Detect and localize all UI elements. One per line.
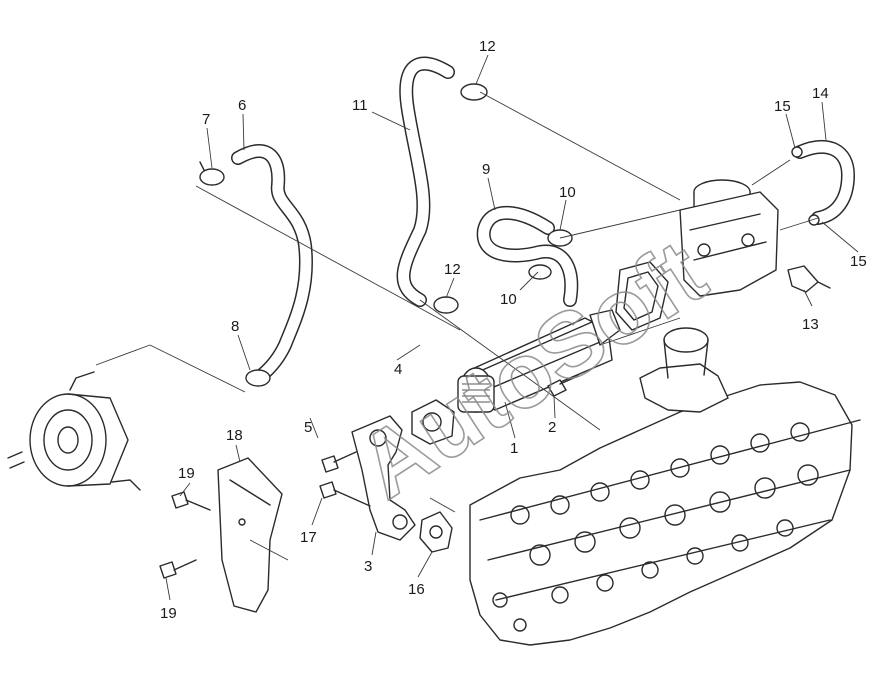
callout-1: 1	[510, 440, 518, 457]
bolt-2	[547, 375, 579, 397]
callout-10-lower: 10	[500, 291, 517, 308]
hose-14	[791, 140, 855, 226]
callout-labels: 1 2 3 4 5 6 7 8 9 10 10 11 12 12 13 14 1…	[160, 38, 867, 622]
bolt-19-lower	[159, 559, 197, 579]
sensor-13	[787, 265, 831, 293]
gasket-16	[419, 511, 453, 553]
callout-6: 6	[238, 97, 246, 114]
callout-12-upper: 12	[479, 38, 496, 55]
bolt-19-upper	[171, 491, 211, 511]
gasket-4	[411, 399, 455, 445]
clamp-7	[199, 161, 225, 186]
callout-15-lower: 15	[850, 253, 867, 270]
clamp-12-mid	[433, 296, 459, 314]
egr-cooler	[457, 309, 621, 413]
callout-leaders	[165, 54, 859, 601]
bolt-17	[319, 481, 371, 507]
egr-valve	[679, 179, 779, 297]
clamp-10-b	[528, 264, 552, 280]
callout-16: 16	[408, 581, 425, 598]
callout-7: 7	[202, 111, 210, 128]
callout-15-upper: 15	[774, 98, 791, 115]
cylinder-head	[469, 327, 861, 646]
callout-19-lower: 19	[160, 605, 177, 622]
reference-lines	[95, 91, 819, 561]
callout-14: 14	[812, 85, 829, 102]
callout-17: 17	[300, 529, 317, 546]
callout-4: 4	[394, 361, 402, 378]
callout-5: 5	[304, 419, 312, 436]
callout-12-lower: 12	[444, 261, 461, 278]
callout-10-upper: 10	[559, 184, 576, 201]
egr-pipe-3	[351, 415, 416, 541]
callout-2: 2	[548, 419, 556, 436]
oil-cooler	[7, 371, 141, 491]
heat-shield-18	[217, 457, 283, 613]
hose-11	[396, 56, 455, 307]
callout-19-upper: 19	[178, 465, 195, 482]
clamp-8	[245, 369, 271, 387]
clamp-12-top	[460, 83, 488, 101]
hose-9	[476, 205, 579, 307]
hose-6	[231, 144, 313, 382]
callout-9: 9	[482, 161, 490, 178]
gasket-upper	[615, 261, 669, 331]
callout-13: 13	[802, 316, 819, 333]
callout-18: 18	[226, 427, 243, 444]
callout-8: 8	[231, 318, 239, 335]
callout-3: 3	[364, 558, 372, 575]
bolt-5	[321, 451, 357, 473]
callout-11: 11	[352, 97, 368, 114]
